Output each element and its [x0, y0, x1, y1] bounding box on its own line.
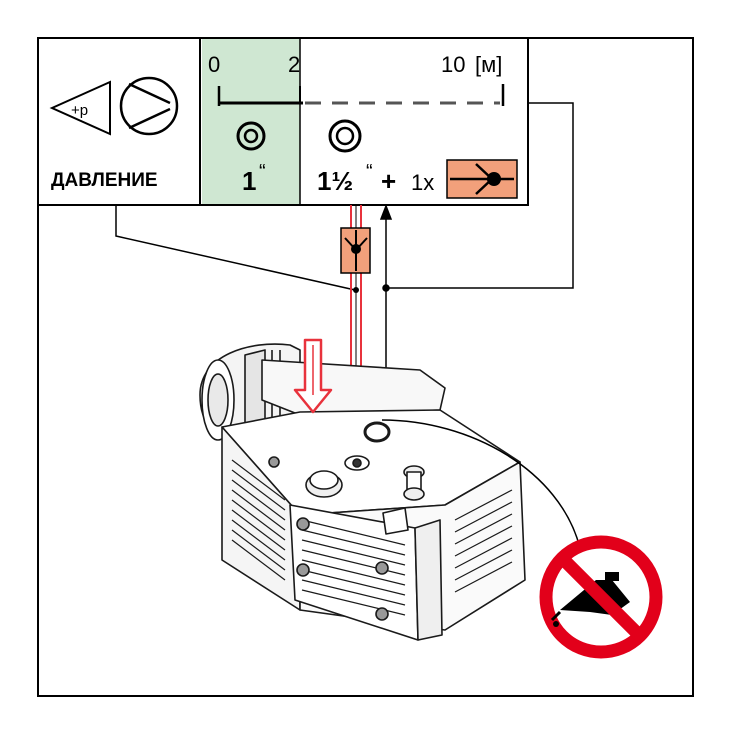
scale-tick-0: 0 — [208, 52, 220, 77]
pipe-plus: + — [381, 166, 396, 196]
pressure-label: ДАВЛЕНИЕ — [51, 170, 158, 191]
check-valve-icon — [446, 159, 518, 199]
scale-tick-10: 10 — [441, 52, 465, 77]
pipe-size-2: 1½ — [317, 166, 353, 196]
vacuum-pump-drawing — [199, 343, 526, 641]
sign-leader-line — [381, 419, 581, 549]
hose-icon-large — [328, 119, 362, 153]
hose-icon-small — [236, 121, 266, 151]
scale-unit: [м] — [475, 52, 502, 77]
pressure-symbol-text: +p — [71, 102, 88, 119]
pipe-size-1: 1 — [242, 166, 256, 196]
connector-lines — [115, 102, 574, 291]
scale-tick-2: 2 — [288, 52, 300, 77]
height-dimension-arrow — [370, 203, 398, 393]
flow-arrow-icon — [293, 338, 333, 414]
scale-axis — [217, 84, 505, 106]
pipe-valve-count: 1x — [411, 170, 434, 195]
pressure-pump-icon — [49, 76, 179, 136]
pipe-size-2-suffix: “ — [366, 161, 373, 183]
no-oil-sign-icon: Oil — [539, 535, 663, 659]
inline-check-valve-icon — [340, 227, 371, 274]
pipe-size-1-suffix: “ — [259, 161, 266, 183]
